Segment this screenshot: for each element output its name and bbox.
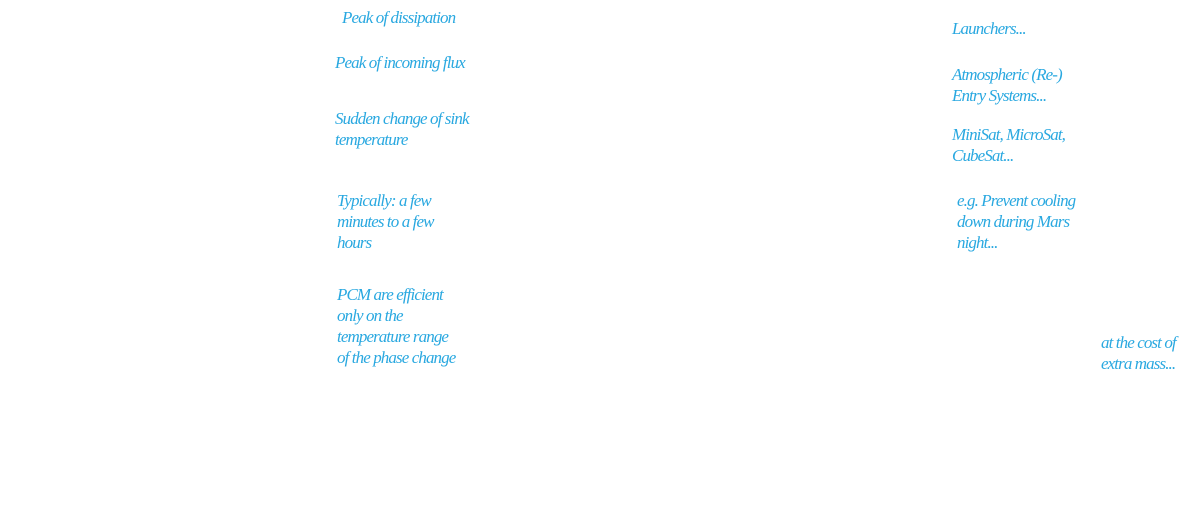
note-extra-mass: at the cost of extra mass... (1101, 333, 1177, 373)
note-peak-of-dissipation: Peak of dissipation (342, 8, 456, 27)
note-small-satellites: MiniSat, MicroSat, CubeSat... (952, 125, 1066, 165)
note-pcm-efficiency: PCM are efficient only on the temperatur… (337, 285, 456, 367)
note-sudden-change-of-sink-temperature: Sudden change of sink temperature (335, 109, 470, 149)
note-launchers: Launchers... (952, 19, 1027, 38)
note-peak-of-incoming-flux: Peak of incoming flux (335, 53, 466, 72)
note-typical-duration: Typically: a few minutes to a few hours (337, 191, 434, 252)
note-mars-night: e.g. Prevent cooling down during Mars ni… (957, 191, 1076, 252)
note-entry-systems: Atmospheric (Re-) Entry Systems... (952, 65, 1063, 105)
